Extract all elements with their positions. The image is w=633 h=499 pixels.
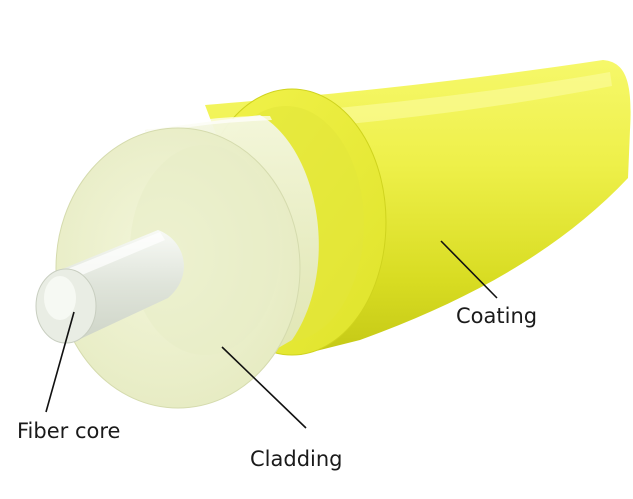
coating-highlight — [300, 72, 612, 128]
cladding-leader-line — [221, 346, 307, 429]
cladding-inner-shade — [130, 145, 280, 355]
coating-leader-line — [440, 240, 498, 299]
fiber-core-end-highlight — [44, 276, 76, 320]
fiber-core-shine — [65, 232, 165, 280]
coating-label: Coating — [456, 304, 538, 328]
cladding-label: Cladding — [250, 447, 343, 471]
fiber-core-label: Fiber core — [17, 419, 121, 443]
fiber-core-leader-line — [45, 311, 75, 413]
cladding-tube-top — [140, 116, 272, 136]
